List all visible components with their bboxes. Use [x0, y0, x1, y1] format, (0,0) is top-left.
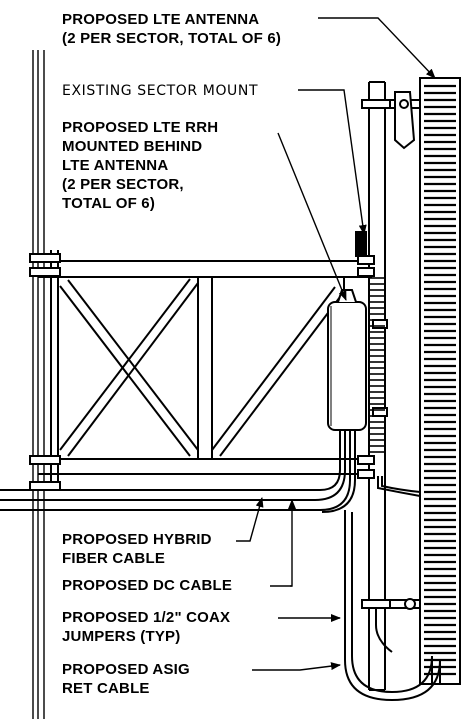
label-rrh-line1: PROPOSED LTE RRH: [62, 119, 219, 136]
frame-top-chord: [38, 260, 372, 278]
label-hybrid-line2: FIBER CABLE: [62, 550, 166, 567]
label-coax-line2: JUMPERS (TYP): [62, 628, 181, 645]
label-hybrid-line1: PROPOSED HYBRID: [62, 531, 212, 548]
label-rrh-line4: (2 PER SECTOR,: [62, 176, 184, 193]
label-coax-line1: PROPOSED 1/2" COAX: [62, 609, 231, 626]
label-lte-antenna-line2: (2 PER SECTOR, TOTAL OF 6): [62, 30, 282, 47]
frame-bottom-chord: [38, 458, 372, 475]
antenna-bracket-top: [385, 91, 420, 150]
label-asig-line1: PROPOSED ASIG: [62, 661, 190, 678]
leader-lines: [236, 17, 436, 671]
lte-antenna-panel: [419, 77, 461, 685]
coax-jumpers: [344, 476, 441, 702]
tower-pipe: [32, 50, 45, 719]
frame-left-post: [50, 250, 59, 485]
frame-diagonals: [59, 278, 341, 457]
label-rrh-line5: TOTAL OF 6): [62, 195, 156, 212]
cable-bundle: [0, 430, 356, 513]
antenna-bracket-bottom: [385, 598, 420, 610]
mount-pipe-ribs: [369, 277, 385, 453]
tower-clamps: [29, 253, 61, 491]
label-rrh-line3: LTE ANTENNA: [62, 157, 169, 174]
label-lte-antenna-line1: PROPOSED LTE ANTENNA: [62, 11, 260, 28]
label-sector-mount: EXISTING SECTOR MOUNT: [62, 83, 259, 99]
label-dc-cable: PROPOSED DC CABLE: [62, 577, 233, 594]
label-asig-line2: RET CABLE: [62, 680, 150, 697]
label-rrh-line2: MOUNTED BEHIND: [62, 138, 203, 155]
rrh-unit: [327, 278, 367, 431]
frame-middle-post: [197, 277, 213, 459]
